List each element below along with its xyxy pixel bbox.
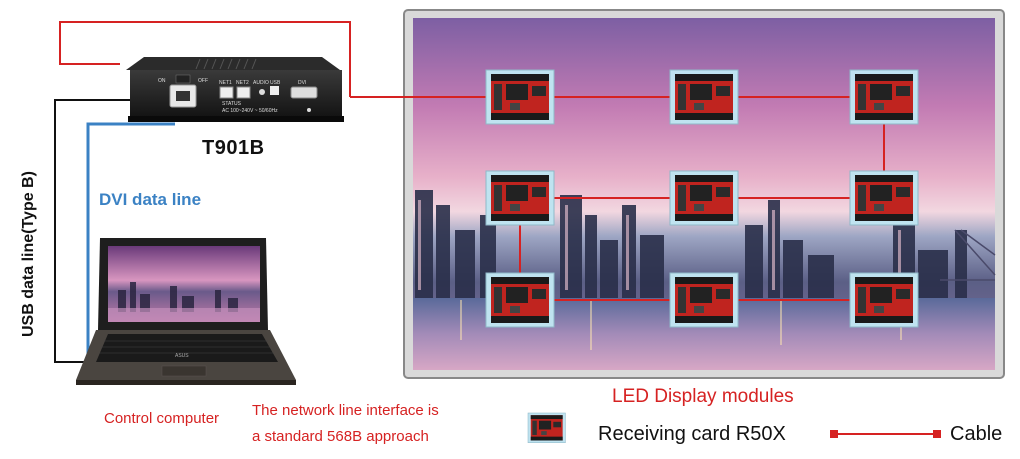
receiving-card [485,272,555,328]
laptop [76,238,296,385]
audio-label: AUDIO [253,80,269,86]
legend-card-icon [527,412,566,443]
receiving-card [669,69,739,125]
network-note-line-2: a standard 568B approach [252,428,429,445]
status-label: STATUS [222,101,241,107]
usb-port-label: USB [270,80,281,86]
dvi-line-label: DVI data line [99,190,202,209]
legend-cable-label: Cable [950,423,1003,445]
receiving-card [849,69,919,125]
receiving-card [485,69,555,125]
receiving-card [849,272,919,328]
receiving-card [849,170,919,226]
legend-cable-end [933,430,941,438]
controller-box [126,57,344,122]
receiving-card [669,272,739,328]
controller-model-label: T901B [202,137,265,159]
dvi-port-label: DVI [298,80,307,86]
net2-label: NET2 [236,80,249,86]
legend-cable-end [830,430,838,438]
led-display-label: LED Display modules [612,386,794,407]
net1-label: NET1 [219,80,232,86]
laptop-brand: ASUS [175,353,189,359]
legend [527,412,941,443]
usb-line-label: USB data line(Type B) [20,171,37,337]
receiving-cards [485,69,919,328]
receiving-card [485,170,555,226]
network-note-line-1: The network line interface is [252,402,439,419]
power-rating: AC 100~240V ~ 50/60Hz [222,108,278,114]
legend-card-label: Receiving card R50X [598,423,786,445]
usb-cable [54,99,136,363]
switch-off-label: OFF [198,78,208,84]
receiving-card [669,170,739,226]
switch-on-label: ON [158,78,166,84]
control-computer-label: Control computer [104,410,220,427]
network-cable [59,21,351,97]
